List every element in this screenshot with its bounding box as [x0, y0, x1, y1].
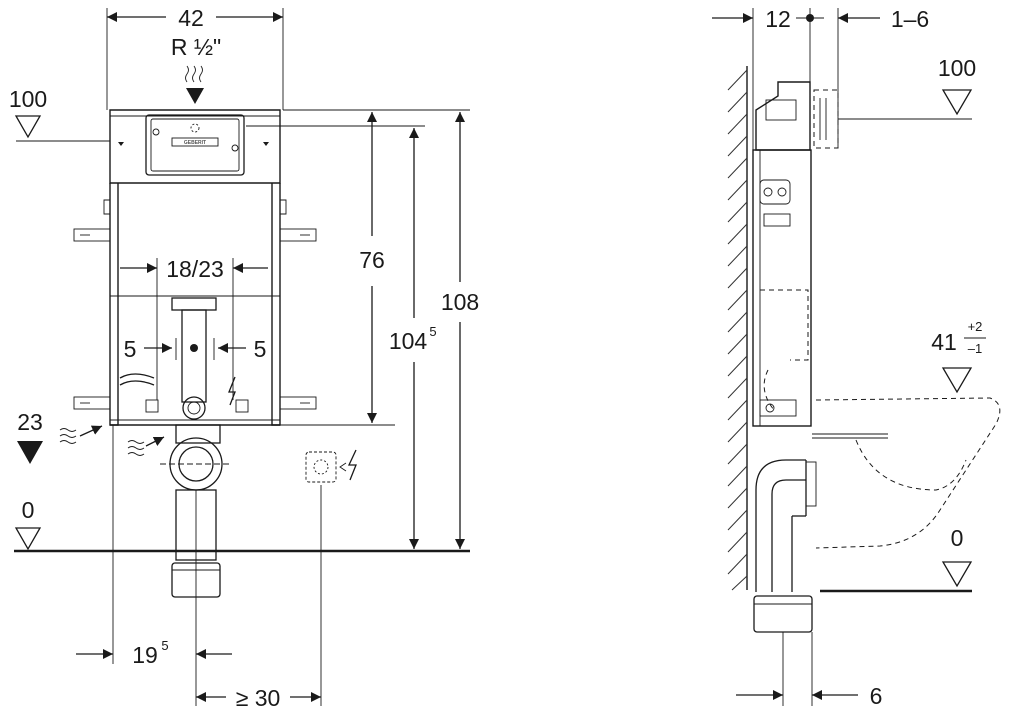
bottom-offset-label: 6	[870, 683, 883, 709]
bracket-dimension: 18/23	[120, 256, 268, 400]
electric-icon-inner	[228, 376, 236, 406]
seat-level-minus: –1	[968, 341, 982, 356]
side-level-top-label: 100	[938, 55, 976, 81]
bracket-lower-right	[279, 396, 317, 410]
bottom-dimension: 6	[736, 632, 882, 709]
side-level-marker-seat: 41 +2 –1	[931, 319, 986, 394]
wc-bowl	[812, 397, 1001, 549]
level-triangle-icon	[941, 561, 973, 588]
wall	[727, 66, 748, 591]
bracket-lower-left	[73, 396, 111, 410]
inlet-label: R ½"	[171, 34, 221, 60]
water-inlet: R ½"	[171, 34, 221, 104]
level-triangle-icon	[14, 527, 42, 551]
offset-right-label: 5	[254, 336, 267, 362]
width-label: 42	[178, 5, 204, 31]
level-triangle-icon	[14, 115, 42, 139]
level-marker-supply: 23	[17, 409, 165, 464]
front-view: 42 R ½" GEBERIT	[9, 5, 479, 711]
side-frame	[752, 81, 839, 427]
level-floor-label: 0	[22, 497, 35, 523]
water-supply-icon-below	[127, 440, 145, 456]
drain-offset-label: 19	[132, 642, 158, 668]
drain-offset-sup: 5	[161, 638, 168, 653]
level-marker-floor: 0	[14, 497, 42, 551]
side-level-marker-top: 100	[838, 55, 976, 120]
side-view: 12 1–6 100 41 +2 –1 0 6	[712, 6, 1001, 709]
water-supply-icon-left	[59, 428, 77, 444]
frame-height-label: 76	[359, 247, 385, 273]
level-supply-label: 23	[17, 409, 43, 435]
level-triangle-filled-icon	[17, 441, 43, 464]
offset-left-label: 5	[124, 336, 137, 362]
seat-level-plus: +2	[968, 319, 983, 334]
bracket-upper-left	[73, 228, 111, 242]
installation-frame	[73, 183, 317, 426]
level-top-label: 100	[9, 86, 47, 112]
depth-label: 12	[765, 6, 791, 32]
level-triangle-icon	[941, 89, 973, 116]
brand-label: GEBERIT	[184, 140, 206, 146]
water-supply-icon	[185, 65, 203, 83]
inlet-arrow	[186, 88, 204, 104]
drain-dimensions: 19 5 ≥ 30	[76, 425, 322, 711]
width-dimension: 42	[106, 5, 284, 110]
socket-box-icon	[305, 451, 337, 483]
socket-distance-label: ≥ 30	[236, 685, 281, 711]
adjust-label: 1–6	[891, 6, 929, 32]
cistern: GEBERIT	[109, 109, 281, 184]
bracket-upper-right	[279, 228, 317, 242]
level-triangle-icon	[941, 367, 973, 394]
level-marker-top: 100	[9, 86, 110, 142]
seat-level-label: 41	[931, 329, 957, 355]
total-height-label: 104	[389, 328, 428, 354]
height-dimensions: 76 104 5 108	[246, 109, 479, 549]
depth-dimensions: 12 1–6	[712, 6, 929, 150]
max-height-label: 108	[441, 289, 479, 315]
electric-icon	[347, 449, 357, 481]
total-height-sup: 5	[429, 324, 436, 339]
side-level-marker-floor: 0	[941, 525, 973, 588]
offset-dimensions: 5 5	[124, 336, 267, 362]
side-level-floor-label: 0	[951, 525, 964, 551]
bracket-label: 18/23	[166, 256, 224, 282]
side-drain-pipe	[753, 459, 817, 633]
